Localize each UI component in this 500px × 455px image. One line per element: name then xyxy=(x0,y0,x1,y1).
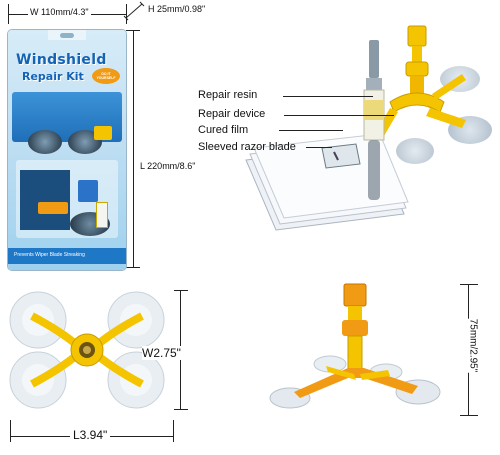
length-label: L 220mm/8.6" xyxy=(140,161,196,171)
diy-badge-text: DO IT YOURSELF xyxy=(96,72,116,80)
callout-line-device xyxy=(284,115,394,116)
callout-line-resin xyxy=(283,96,373,97)
height-label: H 25mm/0.98" xyxy=(148,4,206,14)
width-label: W 110mm/4.3" xyxy=(28,7,91,17)
resin-tube-illustration xyxy=(363,40,385,200)
length-tick-top xyxy=(126,30,140,31)
callout-line-film xyxy=(279,130,343,131)
top-view-length-tick-left xyxy=(10,420,11,442)
length-dimension-line xyxy=(133,30,134,267)
width-tick-left xyxy=(8,4,9,24)
tool-height-tick-bottom xyxy=(460,415,478,416)
length-tick-bottom xyxy=(126,267,140,268)
repair-device-illustration xyxy=(376,25,466,136)
top-view-width-tick-bottom xyxy=(174,409,188,410)
package-resin-tube xyxy=(78,180,98,202)
tool-height-tick-top xyxy=(460,284,478,285)
package-orange-tool xyxy=(38,202,68,214)
height-dimension-line xyxy=(123,1,145,21)
top-view-length-tick-right xyxy=(173,420,174,442)
callout-device: Repair device xyxy=(198,108,266,120)
package-yellow-part xyxy=(94,126,112,140)
callout-resin: Repair resin xyxy=(198,89,258,101)
tool-height-label: 75mm/2.95" xyxy=(467,318,479,373)
package-footer-text: Prevents Wiper Blade Streaking xyxy=(14,252,85,258)
top-view-width-tick-top xyxy=(174,290,188,291)
suction-cup xyxy=(396,138,434,164)
package-resin-bottle xyxy=(96,202,108,228)
package-dark-panel xyxy=(20,170,70,230)
width-tick-right xyxy=(126,4,127,24)
package-hang-hole xyxy=(60,33,74,38)
callout-line-blade xyxy=(306,147,332,148)
package-suction-cup xyxy=(28,130,62,154)
razor-blade-illustration xyxy=(321,143,361,169)
top-view-width-label: W2.75" xyxy=(142,346,181,360)
top-view-length-label: L3.94" xyxy=(70,428,111,442)
callout-film: Cured film xyxy=(198,124,249,136)
diy-badge: DO IT YOURSELF xyxy=(92,68,120,84)
package-title-1: Windshield xyxy=(16,52,107,68)
package-title-2: Repair Kit xyxy=(22,70,84,83)
callout-blade: Sleeved razor blade xyxy=(198,141,296,153)
package-footer-bar: Prevents Wiper Blade Streaking xyxy=(8,248,126,264)
side-view-device-illustration xyxy=(269,283,441,409)
top-view-device-illustration xyxy=(9,291,165,409)
repair-kit-package: Windshield Repair Kit DO IT YOURSELF Pre… xyxy=(8,30,126,270)
